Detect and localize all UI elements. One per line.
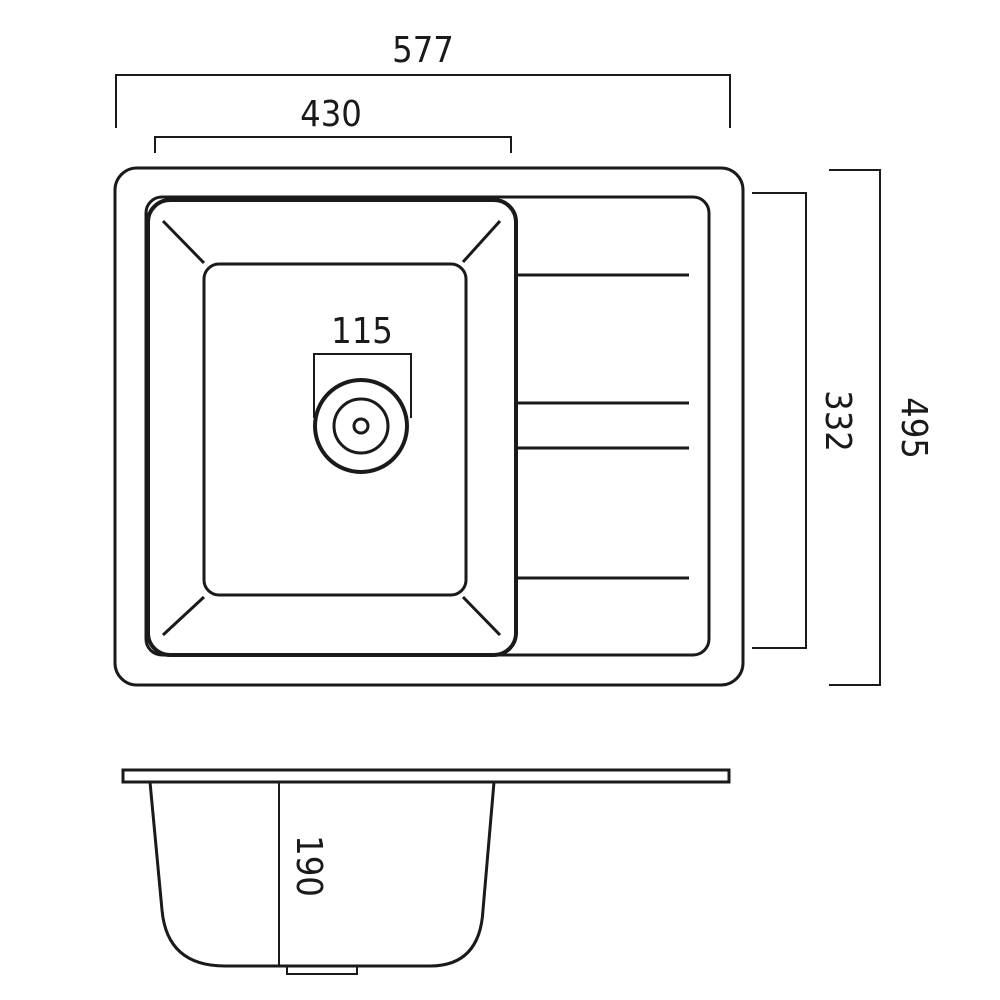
bowl-side-profile xyxy=(148,781,496,968)
bowl-bottom xyxy=(202,262,468,597)
sink-inner-recess xyxy=(144,195,711,657)
drain-outer xyxy=(313,378,409,474)
bowl-corner-line-bl xyxy=(161,595,206,637)
sink-outer-rim xyxy=(113,166,745,687)
top-view xyxy=(113,166,745,687)
dimension-bowl-width-label: 430 xyxy=(300,94,362,135)
dimension-overall-width: 577 xyxy=(115,30,731,128)
bowl-corner-line-tl xyxy=(161,219,206,265)
dimension-bowl-length-label: 332 xyxy=(817,390,858,452)
dimension-bowl-width: 430 xyxy=(154,94,512,153)
dimension-depth-label: 190 xyxy=(288,835,329,897)
bowl-corner-line-br xyxy=(461,595,502,637)
sink-top-plate xyxy=(121,768,731,784)
dimension-bowl-length: 332 xyxy=(752,192,858,649)
bowl-upper-rim xyxy=(146,198,518,657)
dimension-overall-length: 495 xyxy=(829,169,934,686)
dimension-overall-length-label: 495 xyxy=(893,397,934,459)
drain-center xyxy=(352,417,370,435)
drain-outlet xyxy=(286,965,358,975)
drain-ring xyxy=(332,397,390,455)
dimension-drain-label: 115 xyxy=(331,311,393,352)
bowl-corner-line-tr xyxy=(461,219,502,264)
side-view: 190 xyxy=(121,768,731,975)
dimension-drain: 115 xyxy=(313,311,412,418)
dimension-overall-width-label: 577 xyxy=(392,30,454,71)
